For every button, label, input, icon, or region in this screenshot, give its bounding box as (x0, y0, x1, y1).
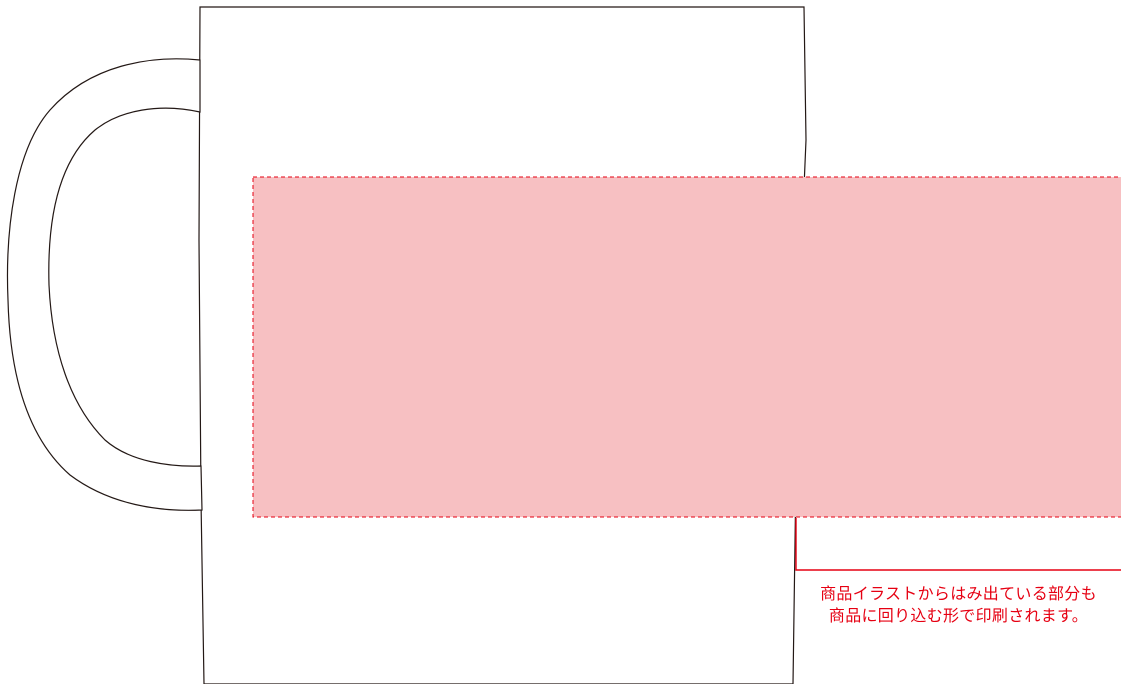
annotation-line-2: 商品に回り込む形で印刷されます。 (828, 606, 1089, 625)
print-area (252, 176, 1121, 518)
annotation-note: 商品イラストからはみ出ている部分も 商品に回り込む形で印刷されます。 (796, 583, 1121, 627)
annotation-leader-line (795, 518, 1121, 571)
mug-handle (6, 58, 203, 511)
annotation-line-1: 商品イラストからはみ出ている部分も (820, 584, 1097, 603)
